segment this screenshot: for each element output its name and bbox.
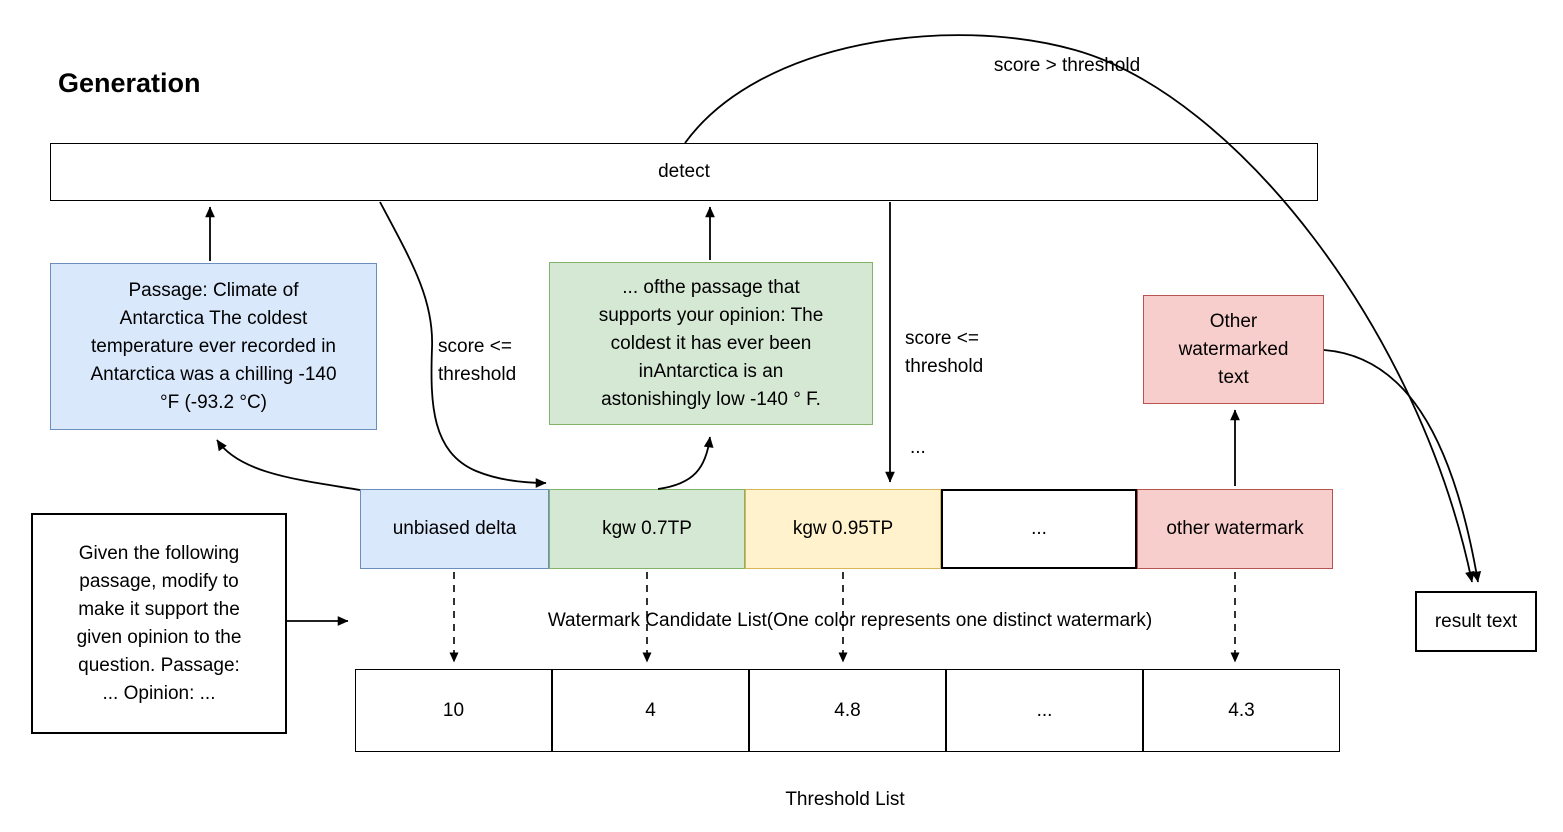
- kgw-passage-box: ... ofthe passage that supports your opi…: [549, 262, 873, 425]
- candidate-list-caption: Watermark Candidate List(One color repre…: [547, 610, 1153, 631]
- arrow-unbiased-delta-to-blue-passage: [216, 439, 361, 491]
- candidate-kgw-07tp: kgw 0.7TP: [549, 489, 745, 569]
- ellipsis-label: ...: [910, 437, 926, 458]
- candidate-unbiased-delta-label: unbiased delta: [392, 518, 517, 539]
- result-text-label: result text: [1434, 610, 1518, 632]
- threshold-value-2: 4: [645, 699, 656, 721]
- candidate-other-watermark-label: other watermark: [1166, 518, 1304, 539]
- arrow-other-watermarked-text-to-result: [1323, 349, 1482, 583]
- threshold-cell-5: 4.3: [1143, 669, 1340, 752]
- threshold-value-3: 4.8: [834, 699, 861, 721]
- prompt-box: Given the following passage, modify to m…: [31, 513, 287, 734]
- candidate-ellipsis-label: ...: [1031, 518, 1047, 539]
- candidate-other-watermark: other watermark: [1137, 489, 1333, 569]
- threshold-cell-2: 4: [552, 669, 749, 752]
- candidate-kgw-07tp-label: kgw 0.7TP: [602, 518, 692, 539]
- threshold-value-4: ...: [1036, 699, 1053, 721]
- score-le-threshold-label-left: score <= threshold: [438, 336, 517, 385]
- arrow-kgw07-to-green-passage: [657, 436, 714, 490]
- other-watermarked-text-box: Other watermarked text: [1143, 295, 1324, 404]
- candidate-kgw-095tp: kgw 0.95TP: [745, 489, 941, 569]
- candidate-kgw-095tp-label: kgw 0.95TP: [792, 518, 894, 539]
- other-watermarked-text: Other watermarked text: [1178, 310, 1289, 388]
- candidate-ellipsis: ...: [941, 489, 1137, 569]
- threshold-value-1: 10: [442, 699, 465, 721]
- threshold-value-5: 4.3: [1228, 699, 1255, 721]
- prompt-text: Given the following passage, modify to m…: [76, 542, 242, 704]
- score-gt-threshold-label: score > threshold: [993, 55, 1141, 76]
- detect-label: detect: [658, 161, 710, 182]
- unbiased-delta-passage-text: Passage: Climate of Antarctica The colde…: [90, 279, 337, 413]
- kgw-passage-text: ... ofthe passage that supports your opi…: [598, 276, 824, 410]
- score-le-threshold-label-right: score <= threshold: [905, 328, 984, 377]
- result-text-box: result text: [1415, 591, 1537, 652]
- threshold-list-caption: Threshold List: [785, 789, 905, 810]
- threshold-cell-4: ...: [946, 669, 1143, 752]
- unbiased-delta-passage-box: Passage: Climate of Antarctica The colde…: [50, 263, 377, 430]
- candidate-unbiased-delta: unbiased delta: [360, 489, 549, 569]
- threshold-cell-3: 4.8: [749, 669, 946, 752]
- page-title: Generation: [58, 68, 201, 98]
- detect-box: detect: [50, 143, 1318, 201]
- threshold-cell-1: 10: [355, 669, 552, 752]
